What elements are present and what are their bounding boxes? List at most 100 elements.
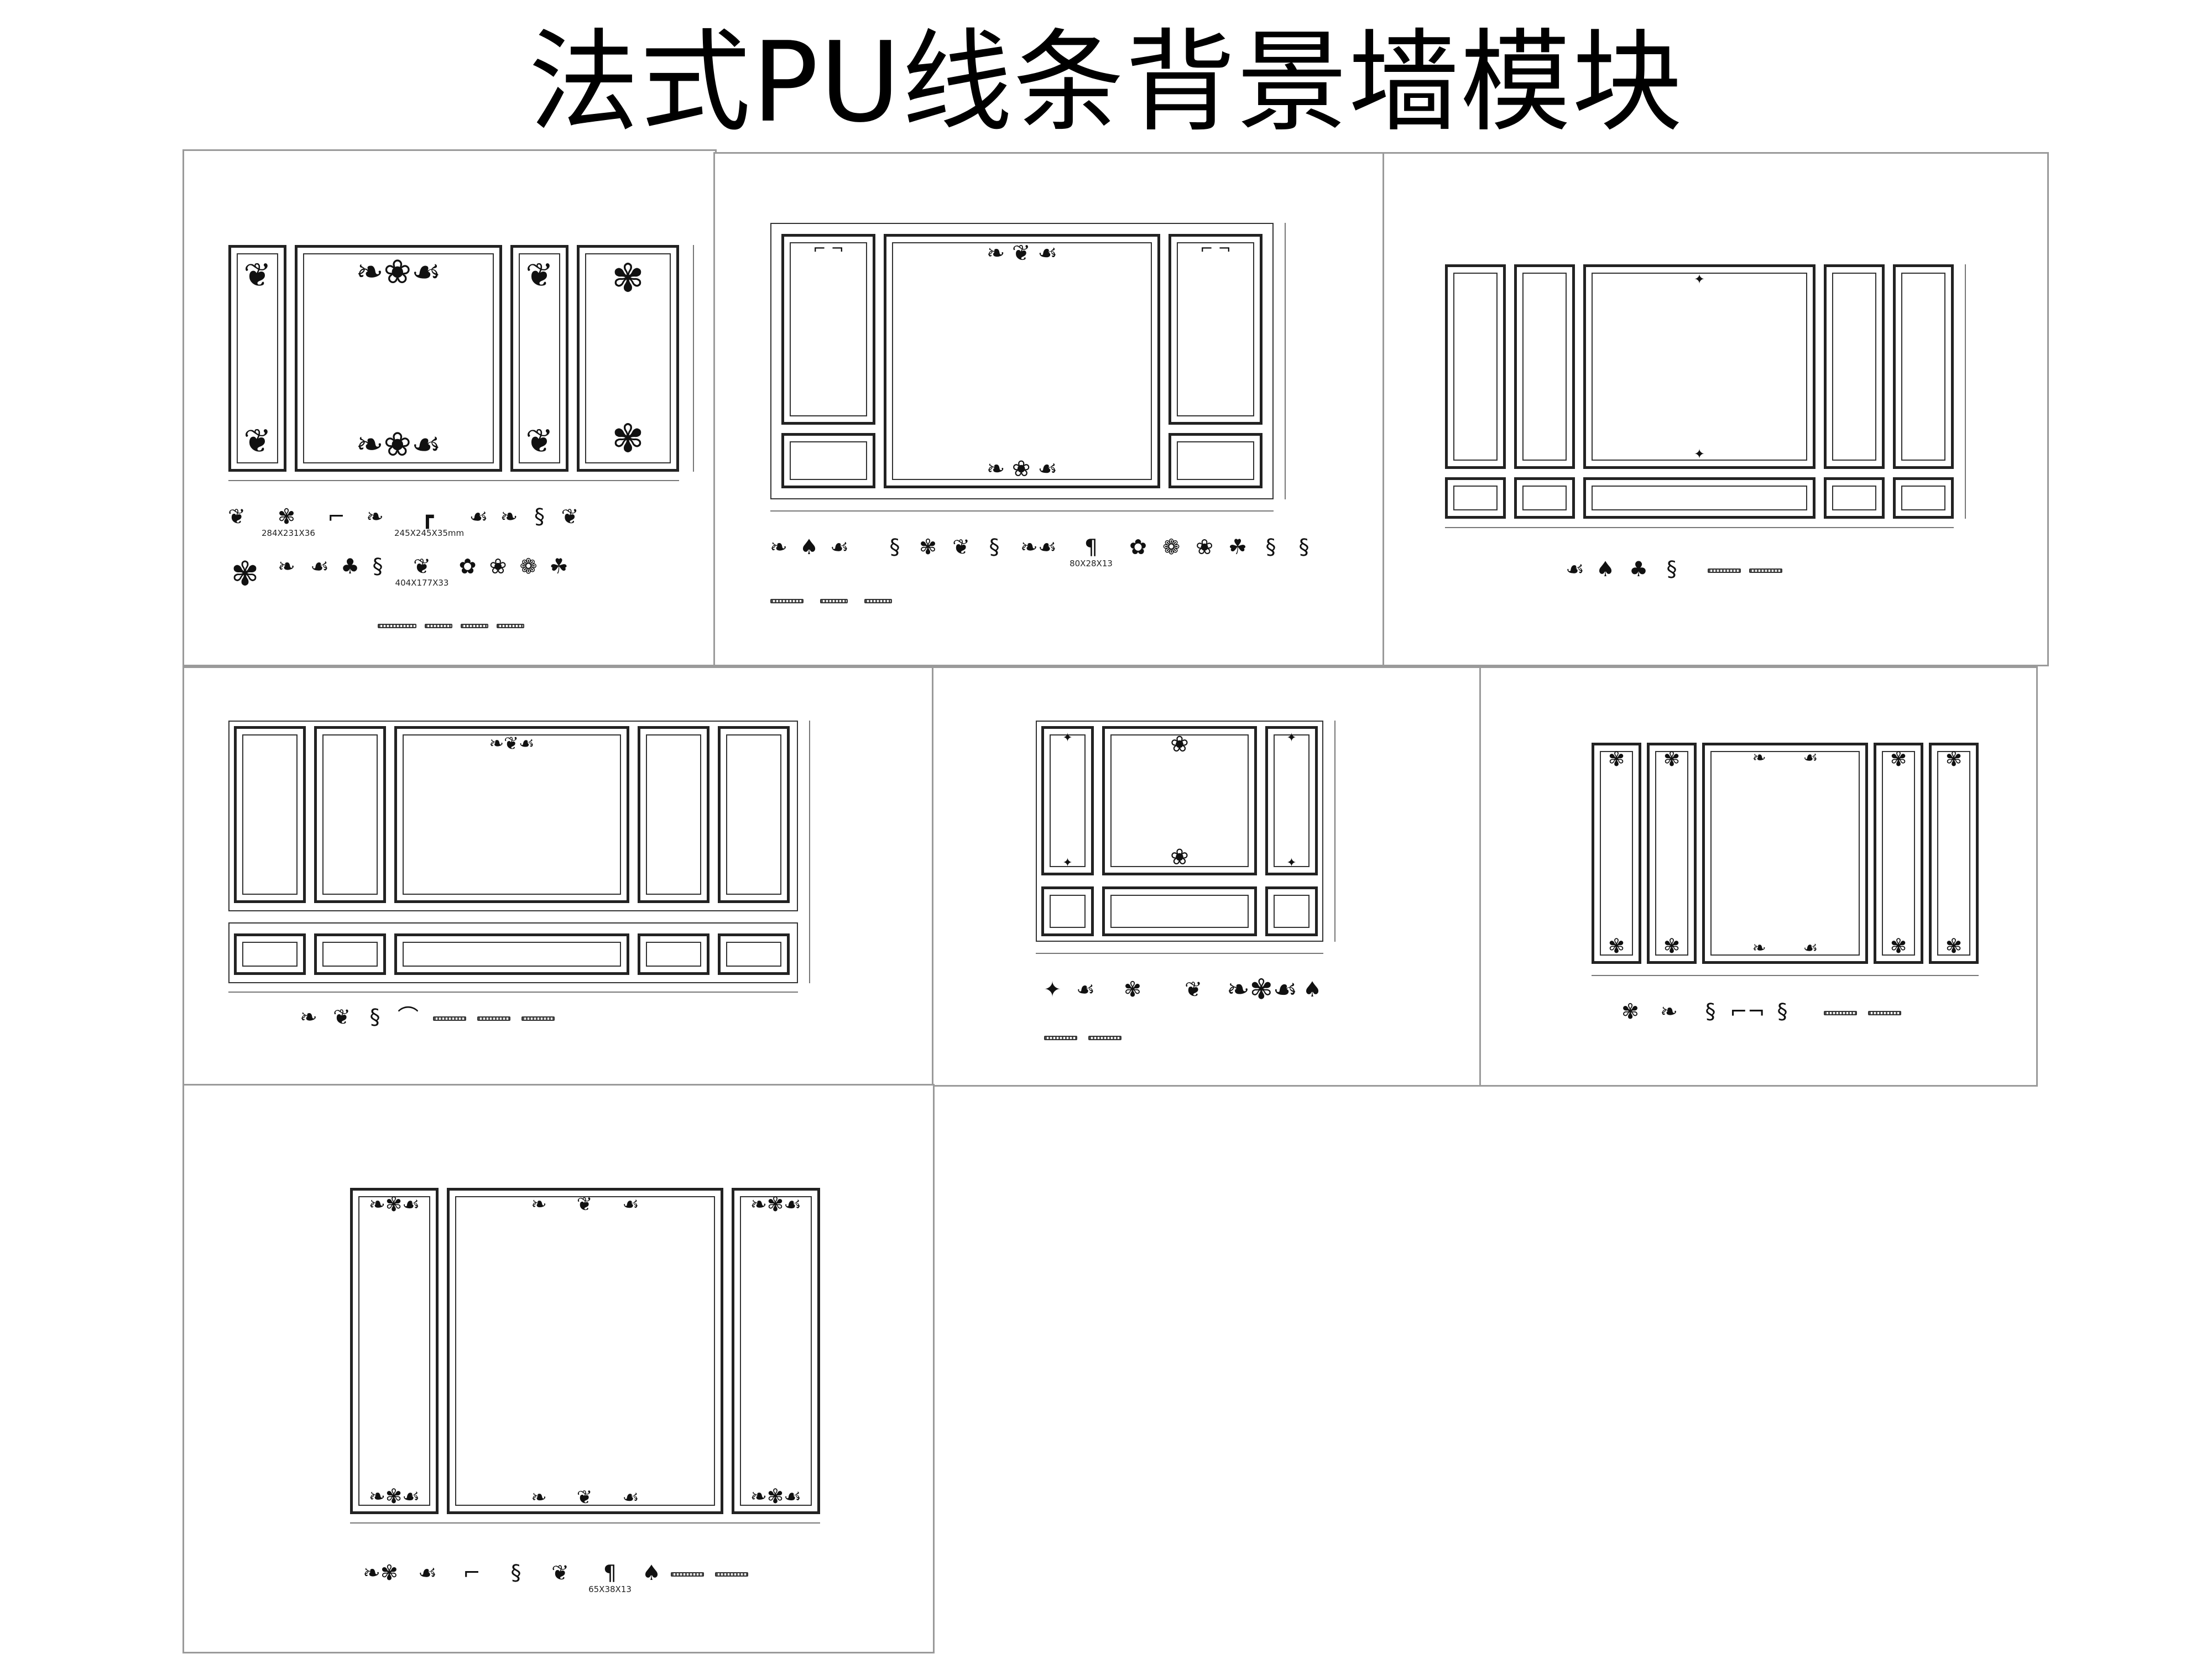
center-rosette-icon: ✾ (1945, 748, 1963, 771)
molding-profile (521, 1016, 555, 1021)
molding-profile (770, 599, 804, 603)
corner-ornament-icon: ✦ (1062, 731, 1073, 745)
center-rosette-icon: ❧✾☙ (750, 1193, 802, 1216)
panel-frame (1583, 477, 1815, 519)
corner-ornament-icon: ❧ ☙ (1752, 748, 1818, 768)
center-rosette-icon: ✦ (1693, 446, 1705, 462)
molding-profile (378, 624, 416, 628)
panel-frame: ❧✾☙ ❧✾☙ (350, 1188, 439, 1514)
center-rosette-icon: ✾ (1663, 935, 1681, 958)
center-rosette-icon: ✾ (1890, 935, 1907, 958)
panel-frame (638, 933, 709, 975)
panel-frame: ✦ ✦ (1583, 264, 1815, 469)
molding-profile (820, 599, 848, 603)
drawing-sheet-2: ⌐ ¬ ❧ ❦ ☙ ❧ ❀ ☙ ⌐ ¬ ❧ ♠ ☙ § ✾ ❦ § ❧☙ ¶80… (713, 152, 1385, 666)
drawing-sheet-7: ❧✾☙ ❧✾☙ ❧ ❦ ☙ ❧ ❦ ☙ ❧✾☙ ❧✾☙ ❧✾ ☙ ⌐ § ❦ ¶… (182, 1084, 935, 1653)
center-rosette-icon: ❀ (1170, 732, 1189, 757)
corner-ornament-icon: ✦ (1286, 731, 1297, 745)
scroll-ornament-icon: ❦ (243, 256, 272, 295)
center-rosette-icon: ❧ ❦ ☙ (986, 241, 1058, 266)
panel-frame: ❧❀☙ ❧❀☙ (295, 245, 502, 472)
corner-ornament-icon: ⌐ ¬ (813, 239, 844, 258)
center-rosette-icon: ❧❀☙ (356, 425, 441, 464)
corner-ornament-icon: ❧ ☙ (1752, 938, 1818, 958)
panel-frame (1445, 264, 1506, 469)
corner-ornament-icon: ❧ ❦ ☙ (531, 1193, 639, 1215)
panel-frame (314, 933, 386, 975)
wall-elevation: ✾ ✾ ✾ ✾ ❧ ☙ ❧ ☙ ✾ ✾ ✾ ✾ (1592, 743, 1979, 986)
molding-profile (1868, 1011, 1901, 1015)
panel-frame (1265, 886, 1318, 936)
center-rosette-icon: ✾ (1663, 748, 1681, 771)
center-rosette-icon: ✾ (1945, 935, 1963, 958)
drawing-sheet-6: ✾ ✾ ✾ ✾ ❧ ☙ ❧ ☙ ✾ ✾ ✾ ✾ ✾ ❧ § ⌐¬ § (1479, 666, 2038, 1087)
panel-frame (781, 433, 875, 488)
molding-profile (497, 624, 524, 628)
ornament-legend: ❧ ❦ § ⌒ (295, 1005, 792, 1072)
molding-profile (1088, 1036, 1121, 1040)
molding-profile (1749, 568, 1782, 573)
panel-frame (394, 933, 629, 975)
panel-frame: ❧ ❦ ☙ ❧ ❀ ☙ (884, 234, 1160, 488)
panel-frame: ✾ ✾ (1647, 743, 1697, 964)
panel-frame (1824, 264, 1885, 469)
drawing-sheet-1: ❦ ❦ ❧❀☙ ❧❀☙ ❦ ❦ ✾ ✾ ❦ ✾284X231X36 ⌐ ❧ ┏2… (182, 149, 717, 666)
panel-frame: ❦ ❦ (228, 245, 286, 472)
center-rosette-icon: ✾ (1608, 748, 1625, 771)
panel-frame: ❦ ❦ (510, 245, 568, 472)
scroll-ornament-icon: ❦ (525, 256, 554, 295)
corner-ornament-icon: ✦ (1062, 856, 1073, 870)
ornament-legend: ✦ ☙ ✾ ❦ ❧✾☙ ♠ (1039, 975, 1426, 1072)
center-rosette-icon: ✾ (612, 255, 644, 301)
panel-frame: ❧ ❦ ☙ ❧ ❦ ☙ (447, 1188, 723, 1514)
center-rosette-icon: ✦ (1693, 272, 1705, 287)
ornament-legend: ✾ ❧ § ⌐¬ § (1614, 1000, 2001, 1072)
panel-frame (1041, 886, 1094, 936)
panel-frame: ❧❦☙ (394, 726, 629, 903)
molding-profile (425, 624, 452, 628)
center-rosette-icon: ❧✾☙ (750, 1485, 802, 1508)
drawing-sheet-5: ✦ ✦ ❀ ❀ ✦ ✦ ✦ ☙ ✾ ❦ ❧✾☙ ♠ (932, 666, 1482, 1087)
molding-profile (433, 1016, 466, 1021)
center-rosette-icon: ❧✾☙ (368, 1193, 420, 1216)
panel-frame: ⌐ ¬ (1168, 234, 1262, 425)
drawing-sheet-3: ✦ ✦ ☙ ♠ ♣ § (1383, 152, 2049, 666)
ornament-legend: ☙ ♠ ♣ § (1561, 557, 1948, 624)
molding-profile (715, 1572, 748, 1577)
center-rosette-icon: ❧✾☙ (368, 1485, 420, 1508)
panel-frame (1514, 477, 1575, 519)
panel-frame: ⌐ ¬ (781, 234, 875, 425)
wall-elevation: ❧✾☙ ❧✾☙ ❧ ❦ ☙ ❧ ❦ ☙ ❧✾☙ ❧✾☙ (350, 1188, 820, 1531)
panel-frame (1893, 477, 1954, 519)
molding-profile (461, 624, 488, 628)
panel-frame (1893, 264, 1954, 469)
center-rosette-icon: ❀ (1170, 844, 1189, 870)
center-rosette-icon: ✾ (1608, 935, 1625, 958)
panel-frame (1102, 886, 1257, 936)
scroll-ornament-icon: ❦ (525, 422, 554, 461)
panel-frame (718, 933, 790, 975)
panel-frame: ✦ ✦ (1041, 726, 1094, 875)
ornament-legend: ❧✾ ☙ ⌐ § ❦ ¶65X38X13 ♠ (361, 1561, 859, 1639)
ornament-legend: ❦ ✾284X231X36 ⌐ ❧ ┏245X245X35mm ☙ ❧ § ❦ … (223, 505, 687, 654)
molding-profile (477, 1016, 510, 1021)
wall-elevation: ⌐ ¬ ❧ ❦ ☙ ❧ ❀ ☙ ⌐ ¬ (770, 223, 1323, 516)
wall-elevation: ✦ ✦ ❀ ❀ ✦ ✦ (1036, 721, 1423, 964)
panel-frame: ✾ ✾ (1929, 743, 1979, 964)
panel-frame (638, 726, 709, 903)
drawing-sheet-4: ❧❦☙ ❧ ❦ § ⌒ (182, 666, 935, 1087)
panel-frame (1445, 477, 1506, 519)
panel-frame: ✾ ✾ (1874, 743, 1923, 964)
molding-profile (1824, 1011, 1857, 1015)
panel-frame: ❧ ☙ ❧ ☙ (1702, 743, 1868, 964)
center-rosette-icon: ❧ ❀ ☙ (986, 456, 1058, 482)
ornament-legend: ❧ ♠ ☙ § ✾ ❦ § ❧☙ ¶80X28X13 ✿ ❁ ❀ ☘ § § (765, 535, 1345, 657)
center-rosette-icon: ✾ (612, 416, 644, 461)
panel-frame (234, 726, 306, 903)
corner-ornament-icon: ❧ ❦ ☙ (531, 1486, 639, 1509)
wall-elevation: ✦ ✦ (1445, 264, 1998, 528)
wall-elevation: ❧❦☙ (228, 721, 920, 997)
corner-ornament-icon: ⌐ ¬ (1200, 239, 1231, 258)
wall-elevation: ❦ ❦ ❧❀☙ ❧❀☙ ❦ ❦ ✾ ✾ (228, 245, 694, 481)
panel-frame: ✾ ✾ (577, 245, 679, 472)
